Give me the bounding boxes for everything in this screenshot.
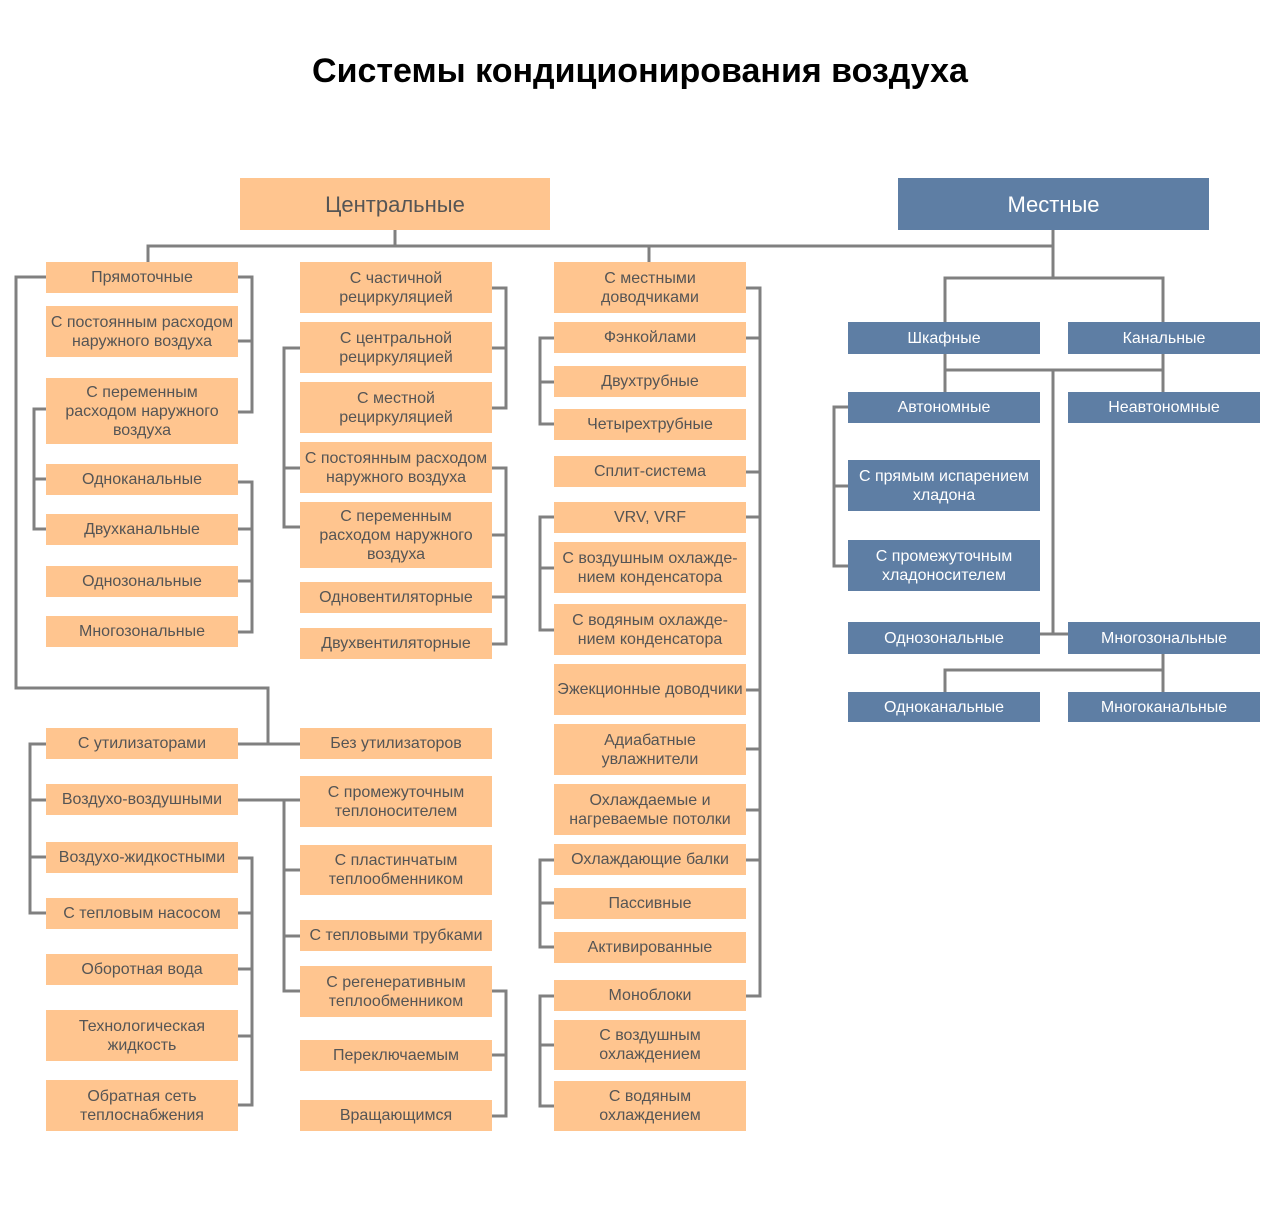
node-monoblocks: Моноблоки — [554, 980, 746, 1011]
node-with-utilizers: С утилизаторами — [46, 728, 238, 759]
node-without-utilizers: Без утилизаторов — [300, 728, 492, 759]
node-local-multi-channel: Многоканальные — [1068, 692, 1260, 722]
node-local-single-channel: Одноканальные — [848, 692, 1040, 722]
page-title: Системы кондиционирования воздуха — [312, 52, 968, 90]
node-heat-pipes: С тепловыми трубками — [300, 920, 492, 951]
node-central-recirc: С центральной рециркуляцией — [300, 322, 492, 373]
node-autonomous: Автономные — [848, 392, 1040, 423]
node-cooled-ceilings: Охлаждаемые и нагреваемые потолки — [554, 784, 746, 835]
node-local-closers: С местными доводчиками — [554, 262, 746, 313]
node-four-pipe: Четырехтрубные — [554, 409, 746, 440]
node-chilled-beams: Охлаждающие балки — [554, 844, 746, 875]
node-const-flow-1: С постоянным расходом наружного воздуха — [46, 306, 238, 357]
node-passive: Пассивные — [554, 888, 746, 919]
node-split-system: Сплит-система — [554, 456, 746, 487]
node-var-flow-2: С переменным расходом наружного воздуха — [300, 502, 492, 568]
node-single-fan: Одновентиляторные — [300, 582, 492, 613]
node-rotating: Вращающимся — [300, 1100, 492, 1131]
node-vrv-vrf: VRV, VRF — [554, 502, 746, 533]
node-switchable: Переключаемым — [300, 1040, 492, 1071]
node-single-channel: Одноканальные — [46, 464, 238, 495]
node-process-liquid: Технологическая жидкость — [46, 1010, 238, 1061]
node-active: Активированные — [554, 932, 746, 963]
node-ducted: Канальные — [1068, 322, 1260, 354]
node-local-recirc: С местной рециркуляцией — [300, 382, 492, 433]
node-recycled-water: Оборотная вода — [46, 954, 238, 985]
node-air-cooling: С воздушным охлаждением — [554, 1020, 746, 1070]
node-ejection-closers: Эжекционные доводчики — [554, 664, 746, 715]
node-direct-evaporation: С прямым испарением хладона — [848, 460, 1040, 511]
node-water-cooling: С водяным охлаждением — [554, 1081, 746, 1131]
node-air-cooled-condenser: С воздушным охлажде-нием конденсатора — [554, 542, 746, 593]
node-pryamotochnye: Прямоточные — [46, 262, 238, 293]
node-dual-channel: Двухканальные — [46, 514, 238, 545]
node-local-multi-zone: Многозональные — [1068, 622, 1260, 654]
node-multi-zone: Многозональные — [46, 616, 238, 647]
node-return-heating: Обратная сеть теплоснабжения — [46, 1080, 238, 1131]
central-header: Центральные — [240, 178, 550, 230]
node-local-single-zone: Однозональные — [848, 622, 1040, 654]
node-heat-pump: С тепловым насосом — [46, 898, 238, 929]
node-var-flow-1: С переменным расходом наружного воздуха — [46, 378, 238, 444]
node-non-autonomous: Неавтономные — [1068, 392, 1260, 423]
node-air-air: Воздухо-воздушными — [46, 784, 238, 815]
node-intermediate-coolant: С промежуточным хладоносителем — [848, 540, 1040, 591]
node-air-liquid: Воздухо-жидкостными — [46, 842, 238, 873]
node-single-zone: Однозональные — [46, 566, 238, 597]
node-plate-exchanger: С пластинчатым теплообменником — [300, 845, 492, 895]
node-const-flow-2: С постоянным расходом наружного воздуха — [300, 442, 492, 493]
node-partial-recirc: С частичной рециркуляцией — [300, 262, 492, 313]
node-fancoils: Фэнкойлами — [554, 322, 746, 353]
node-adiabatic-humidifiers: Адиабатные увлажнители — [554, 724, 746, 775]
node-intermediate-carrier: С промежуточным теплоносителем — [300, 776, 492, 827]
node-two-pipe: Двухтрубные — [554, 366, 746, 397]
node-water-cooled-condenser: С водяным охлажде-нием конденсатора — [554, 604, 746, 655]
node-dual-fan: Двухвентиляторные — [300, 628, 492, 659]
node-cabinet: Шкафные — [848, 322, 1040, 354]
node-regenerative-exchanger: С регенеративным теплообменником — [300, 966, 492, 1017]
local-header: Местные — [898, 178, 1209, 230]
